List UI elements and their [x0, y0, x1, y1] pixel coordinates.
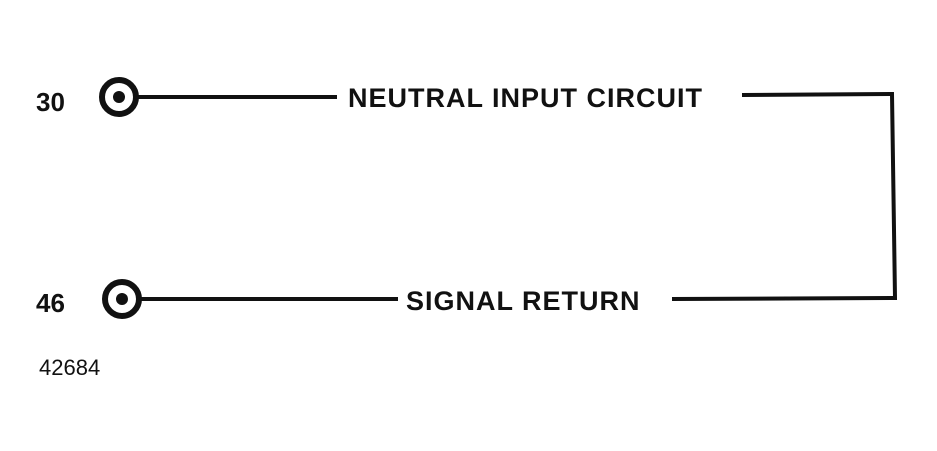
pin-number-30: 30	[36, 87, 65, 117]
terminal-connector-icon	[99, 77, 139, 117]
neutral-input-circuit-label: NEUTRAL INPUT CIRCUIT	[348, 83, 703, 113]
signal-return-label: SIGNAL RETURN	[406, 286, 641, 316]
loop-wire-right	[671, 91, 898, 301]
figure-number: 42684	[39, 355, 100, 380]
terminal-connector-icon	[102, 279, 142, 319]
pin-number-46: 46	[36, 288, 65, 318]
